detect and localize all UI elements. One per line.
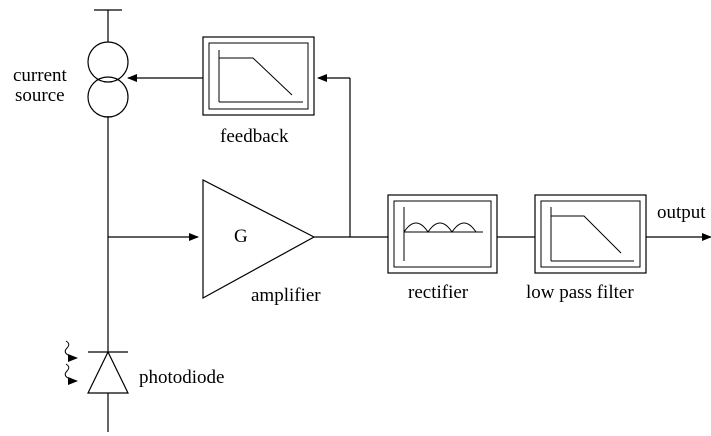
- rectifier-label: rectifier: [408, 282, 469, 303]
- feedback-block: [202, 36, 315, 116]
- current-source-label-line1: current: [13, 65, 67, 86]
- current-source-label-line2: source: [15, 85, 65, 106]
- feedback-path: [127, 74, 351, 237]
- rectifier-block: [387, 194, 498, 274]
- amplifier-symbol: [202, 179, 316, 300]
- supply-rail: [94, 9, 122, 432]
- current-source-symbol: [87, 41, 129, 118]
- low-pass-filter-label: low pass filter: [526, 282, 634, 303]
- photodiode-label: photodiode: [139, 367, 225, 388]
- output-label: output: [657, 202, 706, 223]
- feedback-label: feedback: [220, 126, 289, 147]
- photodiode-symbol: [87, 350, 129, 394]
- amplifier-label: amplifier: [251, 285, 321, 306]
- amplifier-gain-label: G: [234, 226, 248, 247]
- light-rays-icon: [64, 340, 78, 385]
- low-pass-filter-block: [534, 194, 647, 274]
